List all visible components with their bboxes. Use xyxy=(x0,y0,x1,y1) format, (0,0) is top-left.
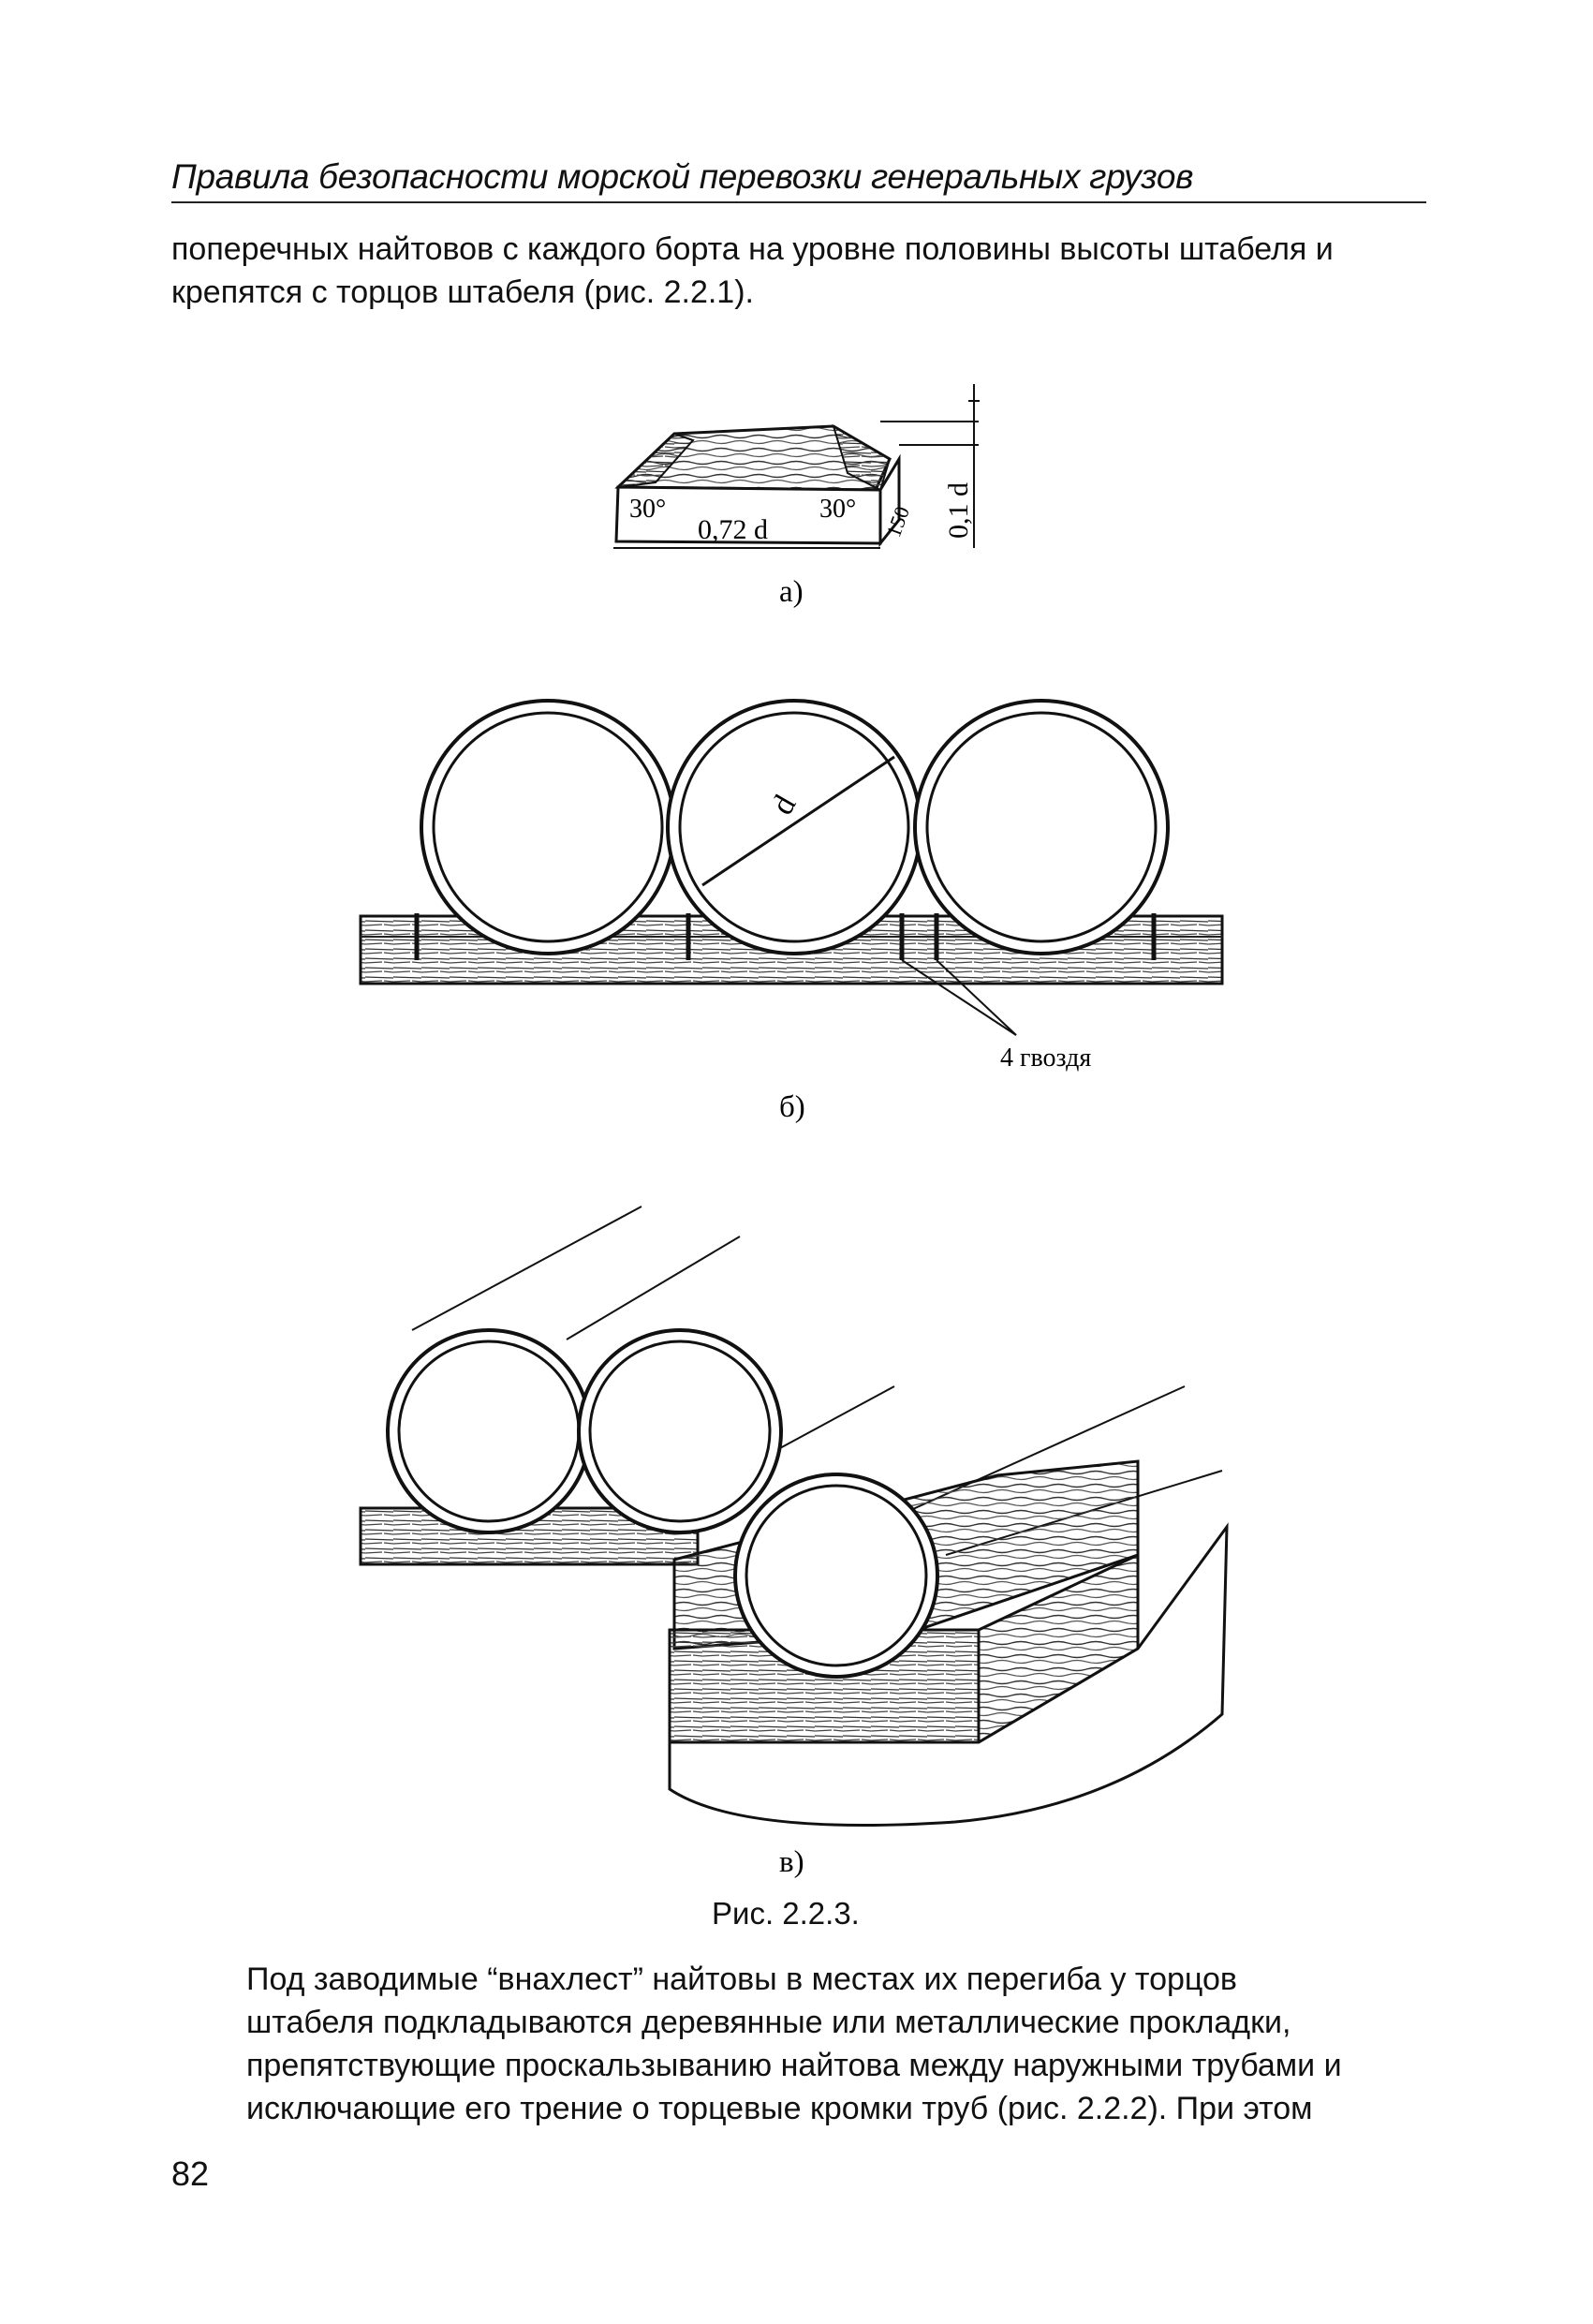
intro-paragraph: поперечных найтовов с каждого борта на у… xyxy=(171,228,1426,314)
figure-b-pipes xyxy=(359,699,1224,1036)
text-line: исключающие его трение о торцевые кромки… xyxy=(246,2091,1313,2126)
figure-a-label: а) xyxy=(779,575,804,609)
running-header: Правила безопасности морской перевозки г… xyxy=(171,157,1194,196)
text-line: штабеля подкладываются деревянные или ме… xyxy=(246,2005,1291,2040)
nails-label: 4 гвоздя xyxy=(1000,1044,1091,1073)
text-line: препятствующие проскальзыванию найтова м… xyxy=(246,2048,1342,2083)
figure-caption: Рис. 2.2.3. xyxy=(712,1896,860,1931)
figure-b-label: б) xyxy=(779,1090,805,1124)
width-dimension-label: 0,72 d xyxy=(698,514,768,545)
text-line: Под заводимые “внахлест” найтовы в места… xyxy=(246,1961,1237,1997)
angle-left-label: 30° xyxy=(629,495,666,524)
figure-v-label: в) xyxy=(779,1845,804,1879)
figure-v-stack xyxy=(359,1206,1229,1827)
page-number: 82 xyxy=(171,2154,210,2193)
angle-right-label: 30° xyxy=(819,495,856,524)
text-line: поперечных найтовов с каждого борта на у… xyxy=(171,231,1334,267)
text-line: крепятся с торцов штабеля (рис. 2.2.1). xyxy=(171,274,754,310)
height-dimension-label: 0,1 d xyxy=(943,482,974,539)
header-rule xyxy=(171,201,1426,203)
figure-a-wedge-block xyxy=(613,384,980,549)
body-paragraph: Под заводимые “внахлест” найтовы в места… xyxy=(171,1958,1426,2130)
